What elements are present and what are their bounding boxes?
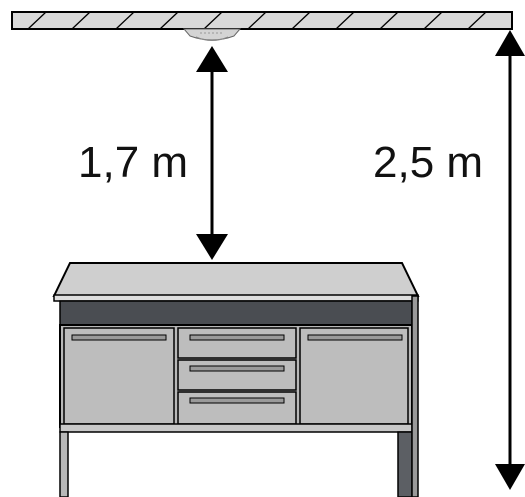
dimension-arrow-detector-to-furniture: [196, 46, 228, 260]
right-door-handle: [307, 334, 403, 341]
left-door-handle: [71, 334, 167, 341]
dimension-arrow-ceiling-height: [495, 30, 525, 490]
cabinet-drawer-3: [177, 391, 297, 425]
cabinet: [52, 262, 420, 497]
cabinet-top: [52, 262, 420, 297]
ceiling-sensor-icon: [182, 28, 242, 41]
dimension-label-detector-to-furniture: 1,7 m: [78, 138, 188, 187]
ceiling: [11, 11, 513, 30]
cabinet-right-door: [299, 327, 409, 425]
dimension-label-ceiling-height: 2,5 m: [373, 138, 483, 187]
cabinet-dark-band: [59, 300, 413, 326]
cabinet-left-leg: [59, 431, 69, 497]
cabinet-left-door: [63, 327, 175, 425]
cabinet-right-leg: [397, 431, 413, 497]
cabinet-drawer-1: [177, 327, 297, 359]
cabinet-drawer-2: [177, 359, 297, 391]
